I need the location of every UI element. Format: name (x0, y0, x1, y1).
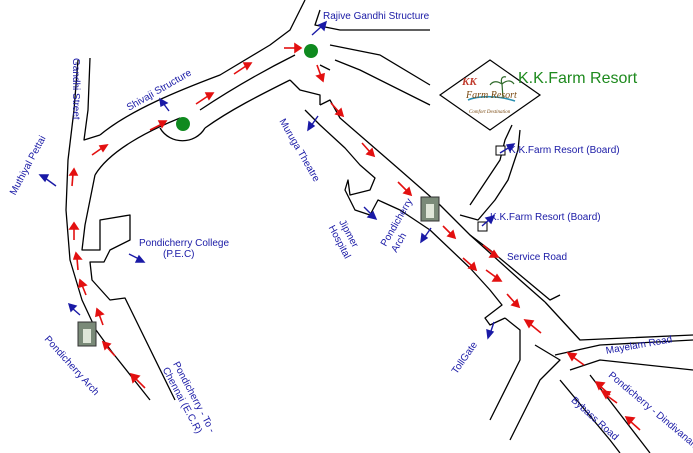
label-resort-board-2: K.K.Farm Resort (Board) (490, 212, 601, 223)
logo-tagline: Comfort Destination (469, 110, 511, 115)
arrow (68, 167, 79, 187)
arrow (485, 269, 503, 282)
arrow (523, 319, 542, 334)
resort-board-2 (477, 221, 488, 232)
pointer (38, 174, 57, 187)
arrow (233, 62, 253, 75)
label-resort-board-1: K.K.Farm Resort (Board) (509, 145, 620, 156)
logo-palm-icon (489, 76, 515, 99)
arrow (315, 64, 325, 83)
arrow (149, 120, 168, 131)
arrow (624, 416, 641, 431)
arrow (72, 251, 83, 271)
arrow (482, 244, 500, 258)
arrow (68, 221, 80, 240)
label-rajive-gandhi-structure: Rajive Gandhi Structure (323, 11, 430, 22)
label-service-road: Service Road (507, 252, 568, 263)
pointer (363, 206, 378, 221)
pointer (499, 143, 516, 154)
pointer (481, 214, 496, 227)
road-network (65, 0, 693, 453)
pointer (311, 20, 328, 36)
arrow (397, 181, 413, 197)
arrow (129, 372, 146, 389)
resort-title: K.K.Farm Resort (518, 70, 638, 87)
logo-name: Farm Resort (466, 90, 517, 101)
arrow (506, 293, 521, 309)
pointer (128, 253, 146, 263)
direction-arrows (68, 42, 641, 431)
arrow (600, 390, 618, 404)
logo-wave-icon (467, 95, 516, 102)
arrow (361, 142, 376, 158)
pointer (486, 321, 495, 340)
resort-marker (438, 59, 542, 131)
pointer (420, 227, 432, 244)
arrow (195, 92, 215, 105)
arrow (284, 42, 303, 54)
pointer-arrows (38, 20, 516, 340)
logo-letters: KK (462, 76, 477, 88)
arrow (330, 102, 345, 118)
label-pondicherry-college: Pondicherry College (139, 238, 230, 249)
shivaji-circle (176, 117, 190, 131)
pointer (307, 115, 319, 132)
arrow (101, 340, 116, 357)
arrow (442, 225, 457, 240)
arrow (462, 257, 478, 272)
rajive-circle (304, 44, 318, 58)
label-pec: (P.E.C) (163, 249, 195, 260)
arrow (78, 278, 88, 296)
arrow (91, 143, 109, 156)
arrow (566, 352, 585, 366)
pointer (159, 97, 170, 112)
label-gandhi-street: Gandhi Street (70, 58, 81, 120)
pointer (67, 302, 81, 316)
arrow (95, 307, 105, 326)
